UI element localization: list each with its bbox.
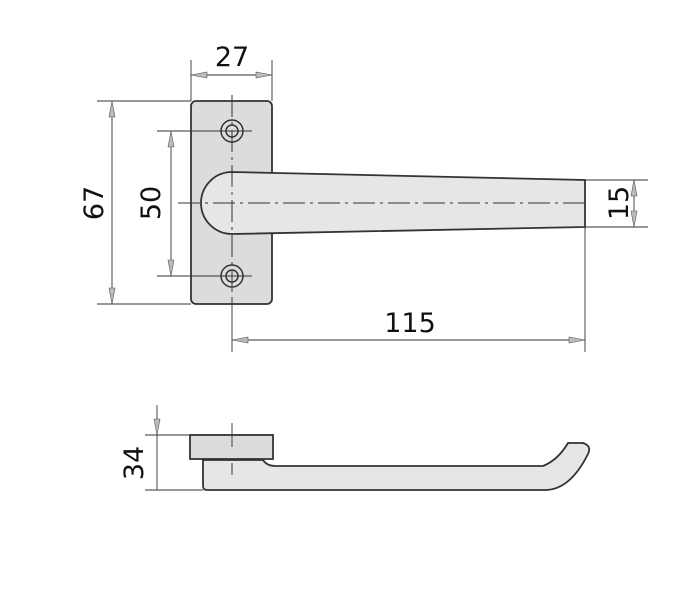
dimension-label-34: 34 — [119, 446, 150, 480]
dimension-label-50: 50 — [136, 186, 167, 220]
dimension-label-15: 15 — [604, 186, 635, 220]
plate-side-profile — [189, 434, 274, 460]
dimension-handle-length: 115 — [231, 227, 586, 352]
dimension-label-27: 27 — [215, 42, 249, 73]
dimension-handle-width: 15 — [585, 179, 648, 228]
dimension-depth: 34 — [119, 405, 203, 491]
side-view: 34 — [119, 405, 591, 491]
dimension-label-115: 115 — [384, 308, 436, 339]
top-view: 27 67 50 115 — [79, 42, 648, 352]
dimension-plate-width: 27 — [190, 42, 273, 101]
handle-side-profile — [202, 442, 591, 491]
dimension-label-67: 67 — [79, 186, 110, 220]
dimension-plate-height: 67 — [79, 100, 191, 305]
dimension-hole-spacing: 50 — [136, 130, 218, 277]
